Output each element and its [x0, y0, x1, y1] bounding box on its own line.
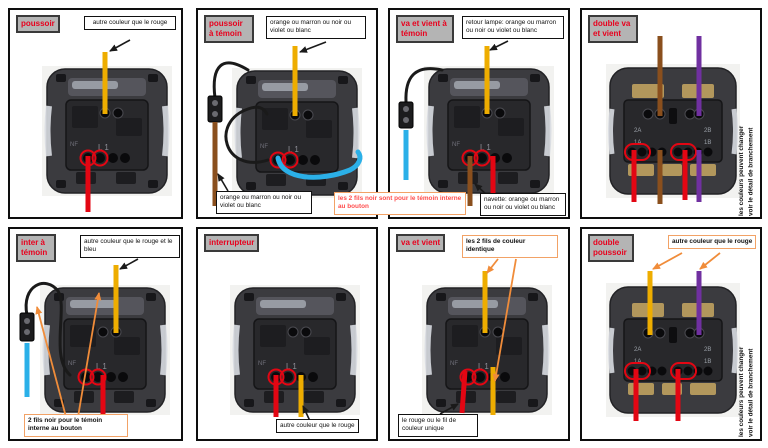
switch-mechanism-double	[606, 283, 740, 417]
panel-va-et-vient-a-temoin: va et vient à témoin retour lampe: orang…	[388, 8, 570, 219]
orange-pointer-arrow	[35, 306, 67, 418]
pointer-arrow	[109, 39, 131, 52]
wire-label: autre couleur que le rouge	[84, 16, 176, 31]
pointer-arrow	[299, 41, 327, 53]
panel-title: poussoir	[16, 15, 60, 33]
panel-title: double va et vient	[588, 15, 638, 43]
note-label: 2 fils noir pour le témoin interne au bo…	[24, 414, 128, 437]
wire-label: autre couleur que le rouge et le bleu	[80, 235, 180, 258]
blue-wire	[275, 149, 363, 180]
wiring-photo-poussoir	[10, 39, 181, 212]
pointer-arrow	[489, 40, 509, 51]
note-label: les 2 fils noir sont pour le témoin inte…	[334, 192, 466, 215]
wiring-photo-poussoir-temoin	[207, 41, 363, 206]
wiring-photo-double-poussoir	[582, 252, 760, 421]
orange-pointer-arrow	[652, 252, 683, 270]
black-wire-loop	[224, 105, 270, 164]
pointer-arrow	[439, 403, 459, 415]
panel-title: poussoir à témoin	[204, 15, 254, 43]
panel-double-poussoir: double poussoir autre couleur que le rou…	[580, 227, 762, 441]
panel-title: double poussoir	[588, 234, 634, 262]
side-note-line: les couleurs peuvent changer	[737, 346, 745, 437]
wiring-photo-inter-temoin	[19, 258, 181, 418]
panel-double-va-et-vient: double va et vient les couleurs peuvent …	[580, 8, 762, 219]
wire-label: navette: orange ou marron ou noir ou vio…	[480, 193, 566, 216]
switch-mechanism	[230, 285, 360, 415]
orange-pointer-arrow	[77, 292, 102, 418]
panel-poussoir-a-temoin: poussoir à témoin orange ou marron ou no…	[196, 8, 466, 219]
side-note: les couleurs peuvent changer voir le dét…	[737, 110, 756, 216]
panel-title: va et vient	[396, 234, 446, 252]
wiring-photo-double-vev	[582, 36, 760, 204]
pointer-arrow	[302, 405, 311, 422]
wire-label: orange ou marron ou noir ou violet ou bl…	[266, 16, 366, 39]
panel-title: interrupteur	[204, 234, 260, 252]
side-note-line: voir le détail de branchement	[747, 348, 755, 437]
black-wire	[404, 67, 444, 104]
orange-pointer-arrow	[699, 252, 721, 270]
side-note: les couleurs peuvent changer voir le dét…	[737, 331, 756, 437]
panel-interrupteur: interrupteur autre couleur que le rouge	[196, 227, 378, 441]
wire-connector	[19, 312, 35, 342]
orange-pointer-arrow	[492, 258, 517, 382]
pointer-arrow	[119, 258, 139, 270]
panel-poussoir: poussoir autre couleur que le rouge	[8, 8, 183, 219]
note-label: autre couleur que le rouge	[668, 235, 757, 250]
panel-inter-a-temoin: inter à témoin autre couleur que le roug…	[8, 227, 183, 441]
side-note-line: voir le détail de branchement	[747, 127, 755, 216]
panel-title: va et vient à témoin	[396, 15, 454, 43]
wire-connector	[398, 101, 414, 129]
switch-mechanism-double	[606, 64, 740, 198]
wire-connector	[207, 95, 223, 123]
red-wire	[459, 370, 468, 414]
note-label: les 2 fils de couleur identique	[462, 235, 558, 258]
wire-label: orange ou marron ou noir ou violet ou bl…	[216, 191, 312, 214]
wiring-photo-interrupteur	[198, 229, 376, 422]
panel-va-et-vient: va et vient les 2 fils de couleur identi…	[388, 227, 570, 441]
pointer-arrow	[217, 173, 229, 192]
panel-title: inter à témoin	[16, 234, 56, 262]
side-note-line: les couleurs peuvent changer	[737, 125, 745, 216]
wire-label: le rouge ou le fil de couleur unique	[398, 414, 478, 437]
black-wire	[24, 281, 72, 377]
wire-label: retour lampe: orange ou marron ou noir o…	[462, 16, 564, 39]
wiring-photo-vev	[390, 258, 568, 415]
black-wire	[212, 61, 250, 100]
wire-label: autre couleur que le rouge	[276, 419, 359, 434]
orange-pointer-arrow	[486, 258, 499, 274]
